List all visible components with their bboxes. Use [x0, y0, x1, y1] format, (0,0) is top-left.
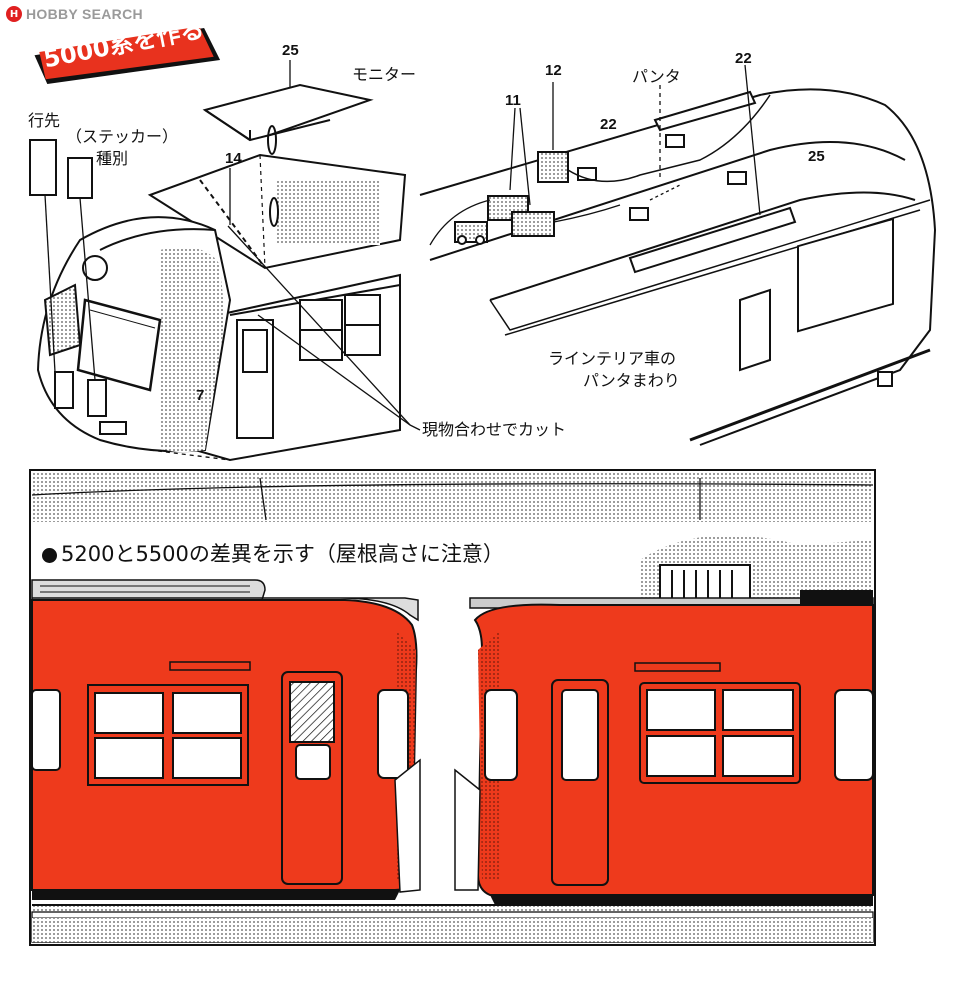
part-number-25-monitor: 25: [282, 42, 299, 59]
label-linterior-line1: ラインテリア車の: [548, 349, 677, 368]
label-sticker: （ステッカー）: [66, 127, 179, 146]
part-number-22-right: 22: [735, 50, 752, 67]
comparison-illustration: [29, 469, 876, 946]
label-destination: 行先: [28, 111, 61, 130]
hobby-search-logo: H HOBBY SEARCH: [6, 5, 143, 23]
title-banner: [34, 28, 221, 84]
comparison-caption-text: 5200と5500の差異を示す（屋根高さに注意）: [61, 542, 504, 566]
label-cut-note: 現物合わせでカット: [422, 420, 567, 439]
part-number-7: 7: [196, 387, 205, 404]
part-number-11: 11: [505, 92, 521, 109]
pantograph-roof-illustration: [419, 64, 937, 446]
label-type: 種別: [96, 149, 129, 168]
bullet-icon: [42, 547, 57, 563]
part-number-22-left: 22: [600, 116, 617, 133]
part-number-25-roof: 25: [808, 148, 825, 165]
label-linterior-line2: パンタまわり: [583, 371, 680, 390]
front-car-illustration: [29, 60, 421, 462]
comparison-caption: 5200と5500の差異を示す（屋根高さに注意）: [42, 538, 504, 568]
logo-mark-icon: H: [6, 6, 22, 22]
label-pantograph: パンタ: [632, 67, 681, 86]
part-number-12: 12: [545, 62, 562, 79]
part-number-14: 14: [225, 150, 242, 167]
label-monitor: モニター: [352, 65, 417, 84]
logo-text: HOBBY SEARCH: [26, 6, 143, 22]
